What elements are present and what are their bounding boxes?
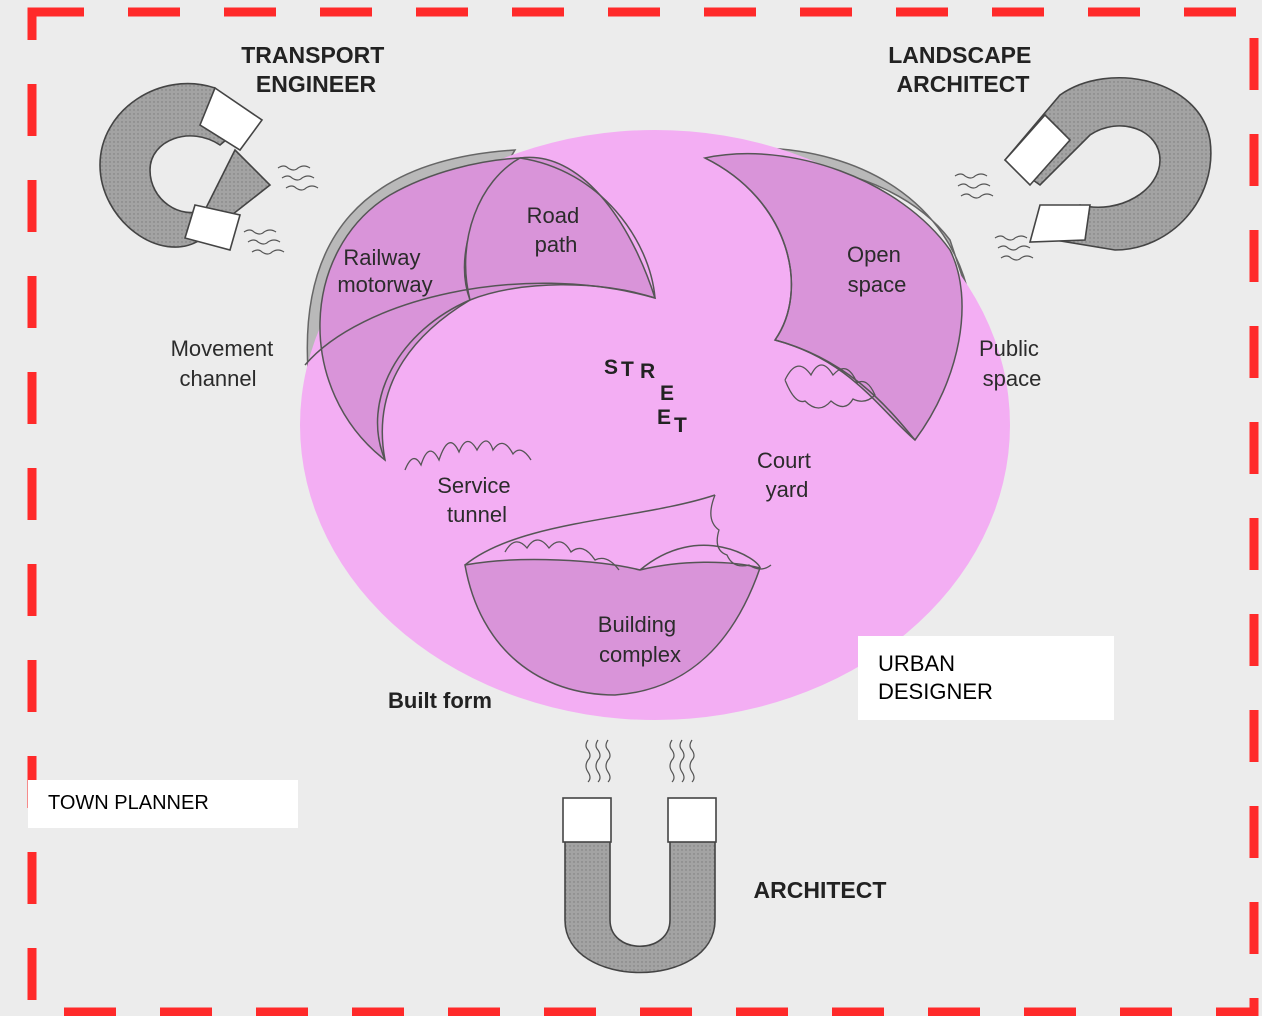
architect-magnet-waves (586, 740, 694, 782)
urban-line-2: DESIGNER (878, 678, 1114, 706)
svg-text:S: S (604, 356, 618, 379)
urban-line-1: URBAN (878, 650, 1114, 678)
town-planner-label: TOWN PLANNER (28, 780, 298, 815)
svg-text:R: R (640, 360, 655, 383)
architect-title: ARCHITECT (754, 877, 887, 903)
landscape-architect-title: LANDSCAPE ARCHITECT (888, 42, 1038, 97)
svg-text:T: T (621, 358, 634, 381)
svg-text:T: T (674, 414, 687, 437)
landscape-magnet-waves (955, 174, 1033, 260)
urban-designer-label-box: URBAN DESIGNER (858, 636, 1114, 720)
town-planner-label-box: TOWN PLANNER (28, 780, 298, 828)
architect-magnet (563, 798, 716, 973)
svg-text:E: E (660, 382, 674, 405)
movement-channel-label: Movement channel (171, 336, 280, 391)
transport-magnet (100, 84, 270, 250)
transport-engineer-title: TRANSPORT ENGINEER (241, 42, 391, 97)
built-form-label: Built form (388, 688, 492, 713)
svg-text:E: E (657, 406, 671, 429)
landscape-magnet (1005, 78, 1211, 250)
urban-designer-label: URBAN DESIGNER (858, 636, 1114, 706)
